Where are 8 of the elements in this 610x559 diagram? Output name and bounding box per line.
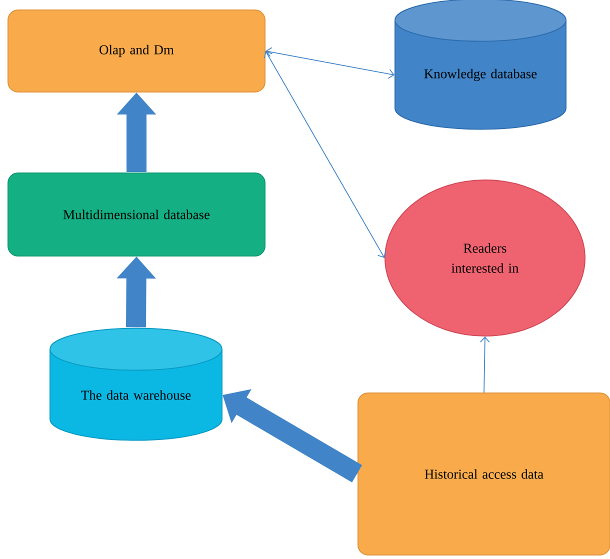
process-box: Historical access data <box>358 392 610 556</box>
arrow <box>264 51 386 258</box>
database-cylinder: The data warehouse <box>50 328 222 441</box>
process-box: Olap and Dm <box>8 10 266 92</box>
arrow <box>266 47 394 79</box>
process-box: Multidimensional database <box>8 172 266 256</box>
database-cylinder: Knowledge database <box>394 0 566 130</box>
arrow <box>480 336 490 393</box>
